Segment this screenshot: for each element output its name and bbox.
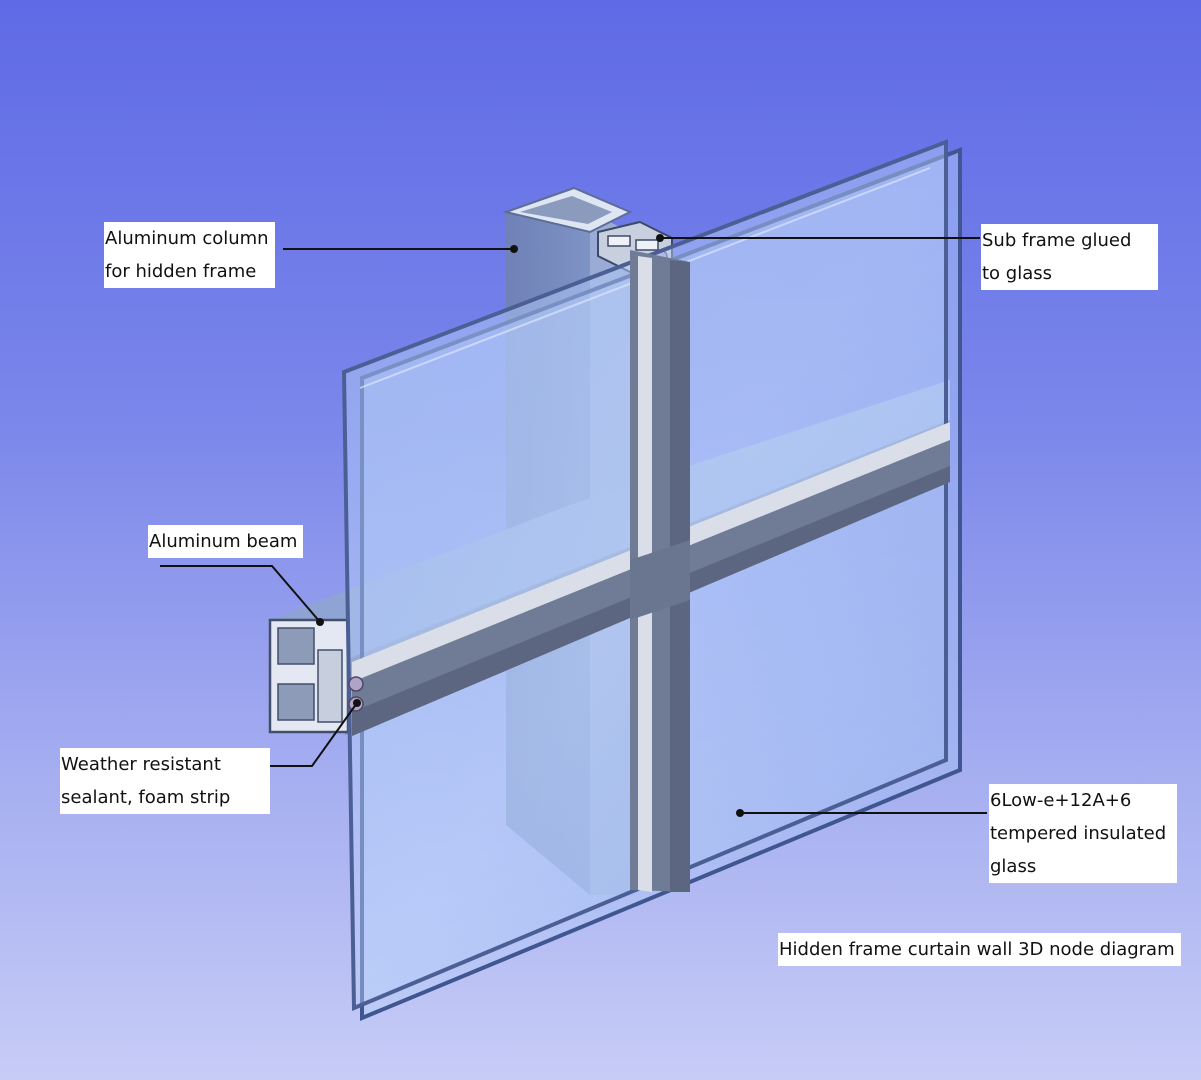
label-line: glass (990, 856, 1037, 877)
leader-sealant (270, 702, 358, 767)
label-line: for hidden frame (105, 261, 257, 282)
label-insulated-glass: 6Low-e+12A+6 tempered insulated glass (989, 784, 1177, 883)
label-line: 6Low-e+12A+6 (990, 790, 1132, 811)
frame-grid (352, 250, 950, 892)
leader-lines (160, 237, 987, 814)
label-line: to glass (982, 263, 1053, 284)
label-line: Sub frame glued (982, 230, 1132, 251)
label-aluminum-column: Aluminum column for hidden frame (104, 222, 275, 288)
leader-endpoints (316, 234, 744, 817)
label-sub-frame: Sub frame glued to glass (981, 224, 1158, 290)
label-line: Aluminum column (105, 228, 269, 249)
label-line: Weather resistant (61, 754, 221, 775)
column-top-inner (520, 196, 612, 224)
label-weather-sealant: Weather resistant sealant, foam strip (60, 748, 270, 814)
label-line: sealant, foam strip (61, 787, 231, 808)
label-aluminum-beam: Aluminum beam (148, 525, 304, 558)
leader-beam (160, 565, 321, 623)
label-line: tempered insulated (990, 823, 1167, 844)
caption-text: Hidden frame curtain wall 3D node diagra… (779, 939, 1175, 960)
label-line: Aluminum beam (149, 531, 298, 552)
diagram-caption: Hidden frame curtain wall 3D node diagra… (778, 933, 1181, 966)
